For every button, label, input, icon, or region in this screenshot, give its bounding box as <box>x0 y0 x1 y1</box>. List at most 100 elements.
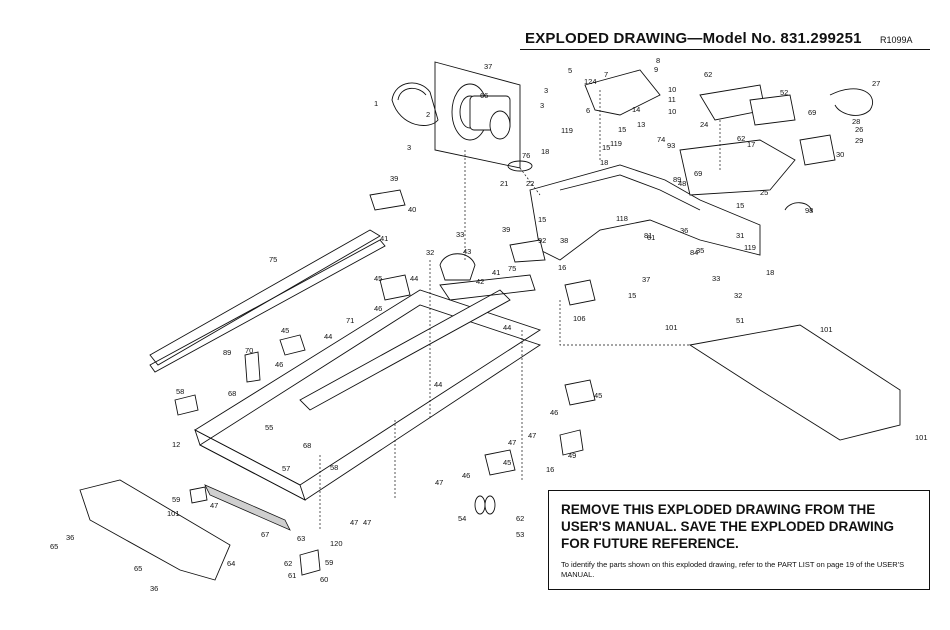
upright-frame <box>529 69 873 261</box>
part-label: 67 <box>261 530 269 539</box>
part-label: 9 <box>654 65 658 74</box>
part-label: 47 <box>363 518 371 527</box>
part-label: 18 <box>766 268 774 277</box>
part-label: 44 <box>434 380 442 389</box>
part-label: 37 <box>484 62 492 71</box>
part-label: 17 <box>747 140 755 149</box>
part-label: 47 <box>528 431 536 440</box>
part-label: 25 <box>760 188 768 197</box>
part-label: 65 <box>134 564 142 573</box>
part-label: 32 <box>734 291 742 300</box>
part-label: 18 <box>600 158 608 167</box>
part-label: 40 <box>408 205 416 214</box>
part-label: 15 <box>618 125 626 134</box>
part-label: 74 <box>657 135 665 144</box>
part-label: 76 <box>522 151 530 160</box>
part-label: 35 <box>696 246 704 255</box>
part-label: 33 <box>712 274 720 283</box>
part-label: 41 <box>380 234 388 243</box>
part-label: 46 <box>275 360 283 369</box>
part-label: 62 <box>516 514 524 523</box>
part-label: 69 <box>694 169 702 178</box>
part-label: 7 <box>604 70 608 79</box>
part-label: 93 <box>667 141 675 150</box>
part-label: 1 <box>374 99 378 108</box>
part-label: 26 <box>855 125 863 134</box>
part-label: 12 <box>172 440 180 449</box>
part-label: 92 <box>538 236 546 245</box>
part-label: 14 <box>632 105 640 114</box>
part-label: 55 <box>265 423 273 432</box>
part-label: 101 <box>820 325 833 334</box>
part-label: 48 <box>678 179 686 188</box>
part-label: 62 <box>737 134 745 143</box>
part-label: 16 <box>558 263 566 272</box>
part-label: 68 <box>228 389 236 398</box>
part-label: 46 <box>550 408 558 417</box>
part-label: 36 <box>150 584 158 593</box>
part-label: 49 <box>568 451 576 460</box>
part-label: 101 <box>167 509 180 518</box>
part-label: 58 <box>176 387 184 396</box>
motor-assembly <box>391 61 533 172</box>
part-label: 66 <box>480 91 488 100</box>
part-label: 63 <box>297 534 305 543</box>
notice-body: To identify the parts shown on this expl… <box>561 560 905 579</box>
part-label: 75 <box>508 264 516 273</box>
part-label: 65 <box>50 542 58 551</box>
part-label: 71 <box>346 316 354 325</box>
part-label: 75 <box>269 255 277 264</box>
part-label: 8 <box>656 56 660 65</box>
part-label: 101 <box>665 323 678 332</box>
part-label: 51 <box>736 316 744 325</box>
part-label: 10 <box>668 107 676 116</box>
part-label: 106 <box>573 314 586 323</box>
part-label: 16 <box>546 465 554 474</box>
part-label: 33 <box>456 230 464 239</box>
part-label: 5 <box>568 66 572 75</box>
part-label: 120 <box>330 539 343 548</box>
part-label: 44 <box>410 274 418 283</box>
part-label: 45 <box>374 274 382 283</box>
part-label: 21 <box>500 179 508 188</box>
part-label: 46 <box>374 304 382 313</box>
part-label: 57 <box>282 464 290 473</box>
part-label: 38 <box>560 236 568 245</box>
part-label: 61 <box>288 571 296 580</box>
part-label: 37 <box>642 275 650 284</box>
part-label: 45 <box>594 391 602 400</box>
part-label: 89 <box>673 175 681 184</box>
part-label: 58 <box>330 463 338 472</box>
part-label: 84 <box>690 248 698 257</box>
part-label: 62 <box>284 559 292 568</box>
part-label: 70 <box>245 346 253 355</box>
part-label: 98 <box>805 206 813 215</box>
part-label: 15 <box>538 215 546 224</box>
part-label: 45 <box>281 326 289 335</box>
part-label: 41 <box>492 268 500 277</box>
part-label: 119 <box>610 139 622 148</box>
part-label: 81 <box>644 231 652 240</box>
part-label: 59 <box>325 558 333 567</box>
part-label: 15 <box>736 201 744 210</box>
part-label: 45 <box>503 458 511 467</box>
part-label: 64 <box>227 559 235 568</box>
part-label: 24 <box>700 120 708 129</box>
part-label: 6 <box>586 106 590 115</box>
part-label: 119 <box>561 126 573 135</box>
part-label: 42 <box>476 277 484 286</box>
deck-and-rails <box>79 229 901 581</box>
small-parts <box>174 189 596 576</box>
part-label: 39 <box>390 174 398 183</box>
drawing-title: EXPLODED DRAWING—Model No. 831.299251 <box>525 30 862 47</box>
part-label: 119 <box>744 243 756 252</box>
part-label: 53 <box>516 530 524 539</box>
title-underline <box>520 49 930 50</box>
part-label: 54 <box>458 514 466 523</box>
part-label: 43 <box>463 247 471 256</box>
part-label: 10 <box>668 85 676 94</box>
part-label: 3 <box>407 143 411 152</box>
part-label: 11 <box>668 95 676 104</box>
part-label: 118 <box>616 214 628 223</box>
